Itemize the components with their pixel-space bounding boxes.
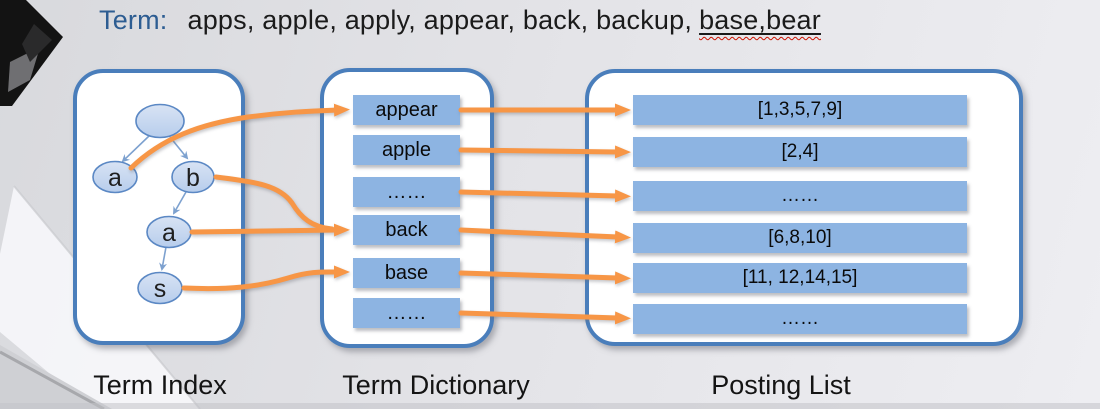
dictionary-entry: …… <box>353 177 460 207</box>
dictionary-entry: base <box>353 258 460 288</box>
term-index-box <box>73 69 245 345</box>
dark-logo-facet-inner <box>22 24 52 62</box>
posting-entry: [1,3,5,7,9] <box>633 95 967 125</box>
posting-list-caption: Posting List <box>711 370 851 400</box>
posting-entry: [2,4] <box>633 137 967 167</box>
posting-entry: …… <box>633 304 967 334</box>
term-index-caption: Term Index <box>93 370 227 400</box>
title-term-label: Term: <box>99 5 168 35</box>
title-terms-text: apps, apple, apply, appear, back, backup… <box>187 5 693 35</box>
posting-entry: [6,8,10] <box>633 223 967 253</box>
corner-stripe-line <box>0 350 105 409</box>
title-underlined-terms: base,bear <box>699 5 821 35</box>
posting-entry: [11, 12,14,15] <box>633 263 967 293</box>
dictionary-entry: apple <box>353 135 460 165</box>
dictionary-entry: …… <box>353 298 460 328</box>
corner-gray-shape <box>0 345 112 409</box>
page-title: Term: apps, apple, apply, appear, back, b… <box>99 5 821 36</box>
title-spellcheck-text: base,bear <box>699 5 821 35</box>
bottom-edge-strip <box>0 403 1100 409</box>
posting-entry: …… <box>633 181 967 211</box>
dictionary-entry: appear <box>353 95 460 125</box>
dictionary-entry: back <box>353 215 460 245</box>
term-dictionary-caption: Term Dictionary <box>342 370 530 400</box>
